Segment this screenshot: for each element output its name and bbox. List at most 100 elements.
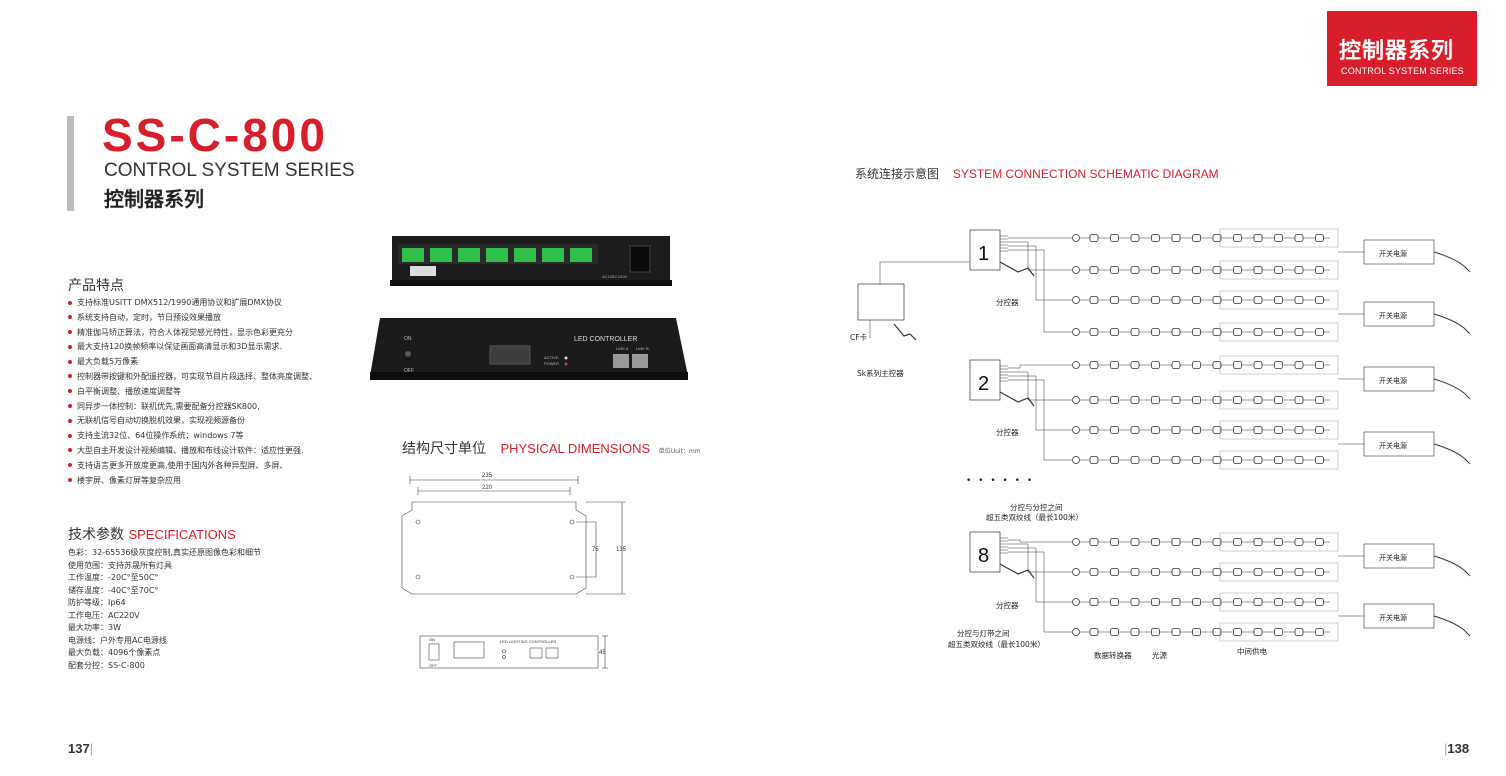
pixel-icon xyxy=(1171,266,1181,274)
dimensions-heading-en: PHYSICAL DIMENSIONS xyxy=(500,441,651,456)
pixel-icon xyxy=(1192,396,1201,404)
bullet-icon xyxy=(68,448,72,453)
pixel-icon xyxy=(1089,568,1099,576)
pixel-icon xyxy=(1274,396,1283,404)
power-feed-box xyxy=(1219,228,1339,248)
pixel-icon xyxy=(1294,296,1304,304)
bullet-icon xyxy=(68,330,72,335)
front-panel-title: LED CONTROLLER xyxy=(574,336,637,343)
bullet-icon xyxy=(68,315,72,320)
spec-item: 储存温度：-40C°至70C° xyxy=(68,585,159,595)
cable-sub-to-strip-2: 超五类双绞线（最长100米） xyxy=(948,640,1045,649)
pixel-icon xyxy=(1151,296,1160,304)
pixel-icon xyxy=(1192,456,1201,464)
feature-text: 无联机信号自动切换脱机效果，实现视频源备份 xyxy=(77,416,245,426)
dim-inner-width: 220 xyxy=(482,485,493,491)
pixel-icon xyxy=(1110,598,1119,606)
pixel-icon xyxy=(1089,456,1099,464)
light-source-label: 光源 xyxy=(1152,651,1167,660)
pixel-icon xyxy=(1212,538,1222,546)
pixel-icon xyxy=(1171,456,1181,464)
converter-icon xyxy=(1072,598,1080,606)
pixel-icon xyxy=(1192,568,1201,576)
pixel-icon xyxy=(1192,328,1201,336)
series-en: CONTROL SYSTEM SERIES xyxy=(104,160,355,181)
power-feed-box xyxy=(1219,390,1339,410)
pixel-icon xyxy=(1192,266,1201,274)
converter-icon xyxy=(1072,361,1080,369)
converter-icon xyxy=(1072,396,1080,404)
bullet-icon xyxy=(68,418,72,423)
pixel-icon xyxy=(1294,396,1304,404)
sub-controller-label-1: 分控器 xyxy=(996,298,1019,307)
feature-text: 支持语言更多开放度更高,使用于国内外各种异型屏、多屏、 xyxy=(77,460,288,470)
pixel-icon xyxy=(1233,598,1242,606)
feature-text: 最大支持120换帧频率以保证画面高清显示和3D显示需求. xyxy=(77,342,283,352)
power-plug-icon xyxy=(1433,378,1471,400)
main-controller-link xyxy=(879,261,970,284)
dim-outer-height: 135 xyxy=(616,547,627,553)
pixel-icon xyxy=(1315,598,1324,606)
feature-item: 白平衡调整、播放速度调整等 xyxy=(68,385,317,400)
brand-badge: 控制器系列 CONTROL SYSTEM SERIES xyxy=(1327,11,1477,86)
data-cable xyxy=(1008,249,1072,333)
pixel-icon xyxy=(1151,456,1160,464)
spec-item: 使用范围：支持苏晟所有灯具 xyxy=(68,560,172,570)
pixel-icon xyxy=(1171,361,1181,369)
pixel-icon xyxy=(1171,628,1181,636)
pixel-icon xyxy=(1110,538,1119,546)
pixel-icon xyxy=(1253,266,1263,274)
pixel-icon xyxy=(1315,396,1324,404)
pixel-icon xyxy=(1192,426,1201,434)
pixel-icon xyxy=(1315,296,1324,304)
product-photo-back: AC100V-240V xyxy=(390,236,672,286)
product-photo-front: LED CONTROLLER ON OFF ACTIVE POWER LINK … xyxy=(370,318,688,380)
cable-sub-to-strip: 分控与灯带之间 xyxy=(957,629,1010,638)
pixel-icon xyxy=(1089,361,1099,369)
dimensions-unit: 单位Uuit：mm xyxy=(658,448,701,455)
feature-text: 同异步一体控制：联机优先,需要配备分控器SK800, xyxy=(77,401,260,411)
sub-controller-box xyxy=(969,229,1001,271)
power-supply-box xyxy=(1363,366,1435,392)
feature-item: 楼宇屏、像素灯屏等复杂应用 xyxy=(68,474,317,489)
pixel-icon xyxy=(1315,234,1324,242)
bullet-icon xyxy=(68,478,72,483)
cable-between-sub: 分控与分控之间 xyxy=(1010,503,1063,512)
pixel-icon xyxy=(1274,296,1283,304)
pixel-icon xyxy=(1253,538,1263,546)
pixel-icon xyxy=(1212,234,1222,242)
feature-text: 支持主流32位、64位操作系统：windows 7等 xyxy=(77,431,244,441)
model-title: SS-C-800 xyxy=(102,109,328,161)
data-cable xyxy=(1008,241,1072,271)
pixel-icon xyxy=(1089,426,1099,434)
pixel-icon xyxy=(1233,426,1242,434)
pixel-icon xyxy=(1089,628,1099,636)
specs-heading: 技术参数 SPECIFICATIONS xyxy=(68,524,236,544)
converter-icon xyxy=(1072,266,1080,274)
bullet-icon xyxy=(68,463,72,468)
pixel-icon xyxy=(1130,328,1140,336)
converter-icon xyxy=(1072,538,1080,546)
spec-item: 最大负载：4096个像素点 xyxy=(68,648,161,657)
spec-item: 防护等级：Ip64 xyxy=(68,598,126,607)
pixel-icon xyxy=(1130,234,1140,242)
power-supply-label: 开关电源 xyxy=(1379,553,1407,562)
pixel-icon xyxy=(1253,628,1263,636)
feature-item: 无联机信号自动切换脱机效果，实现视频源备份 xyxy=(68,414,317,429)
pixel-icon xyxy=(1274,328,1283,336)
feature-item: 支持语言更多开放度更高,使用于国内外各种异型屏、多屏、 xyxy=(68,459,317,474)
link-b-label: LINK B xyxy=(636,346,649,351)
pixel-icon xyxy=(1151,568,1160,576)
pixel-icon xyxy=(1110,361,1119,369)
pixel-icon xyxy=(1294,361,1304,369)
specs-heading-en: SPECIFICATIONS xyxy=(128,527,236,542)
pixel-icon xyxy=(1171,328,1181,336)
front-elevation-drawing: LED LIGHTING CONTROLLER ON OFF 45 xyxy=(419,635,608,669)
bullet-icon xyxy=(68,300,72,305)
spec-item: 色彩：32-65536级灰度控制,真实还原图像色彩和细节 xyxy=(68,548,262,557)
data-cable xyxy=(1008,379,1072,461)
specs-heading-zh: 技术参数 xyxy=(68,527,124,543)
bullet-icon xyxy=(68,433,72,438)
feature-item: 控制器带按键和外配遥控器，可实现节目片段选择、整体亮度调整、 xyxy=(68,370,317,385)
